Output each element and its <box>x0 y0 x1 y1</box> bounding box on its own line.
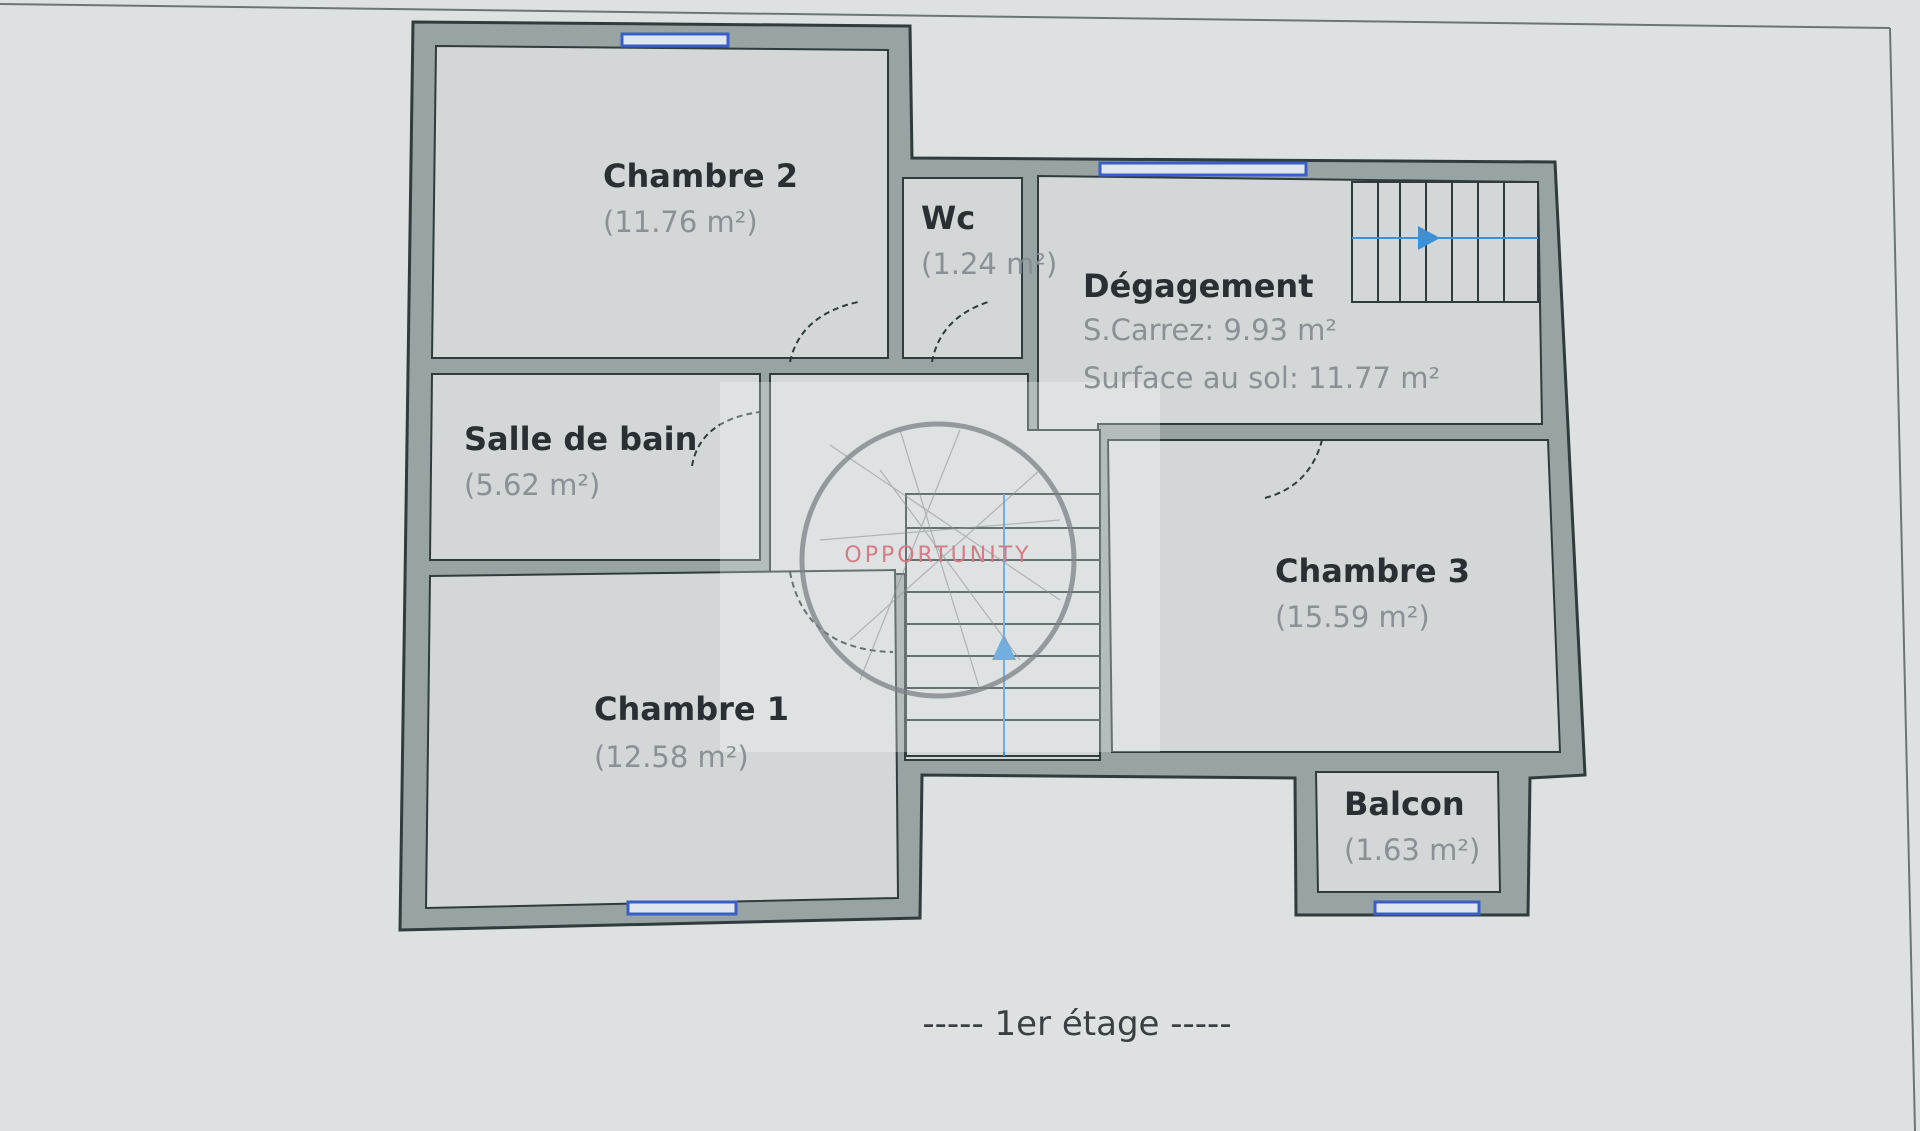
sheet-edge-right <box>1889 27 1916 1131</box>
door-wc <box>931 301 989 363</box>
stair-lower <box>905 493 1101 757</box>
stair-upper <box>1351 181 1539 303</box>
room-area-chambre2: (11.76 m²) <box>603 205 758 239</box>
wc-room <box>902 177 1023 359</box>
room-name-balcon: Balcon <box>1344 785 1465 823</box>
room-area-balcon: (1.63 m²) <box>1344 833 1480 867</box>
door-chambre3 <box>1264 439 1323 499</box>
chambre1-room <box>424 568 900 910</box>
room-area-salle-de-bain: (5.62 m²) <box>464 468 600 502</box>
watermark-circle <box>799 421 1077 699</box>
window-chambre1 <box>626 900 738 916</box>
window-balcon <box>1373 900 1481 916</box>
chambre2-room <box>430 44 889 359</box>
room-name-chambre2: Chambre 2 <box>603 157 798 195</box>
watermark-panel <box>720 382 1160 752</box>
stair-up-arrow <box>992 634 1016 660</box>
room-name-chambre1: Chambre 1 <box>594 690 789 728</box>
door-salle-de-bain <box>691 411 761 467</box>
door-swings <box>691 301 1323 653</box>
room-name-salle-de-bain: Salle de bain <box>464 420 697 458</box>
sheet-edge <box>0 3 1891 29</box>
room-name-degagement: Dégagement <box>1083 267 1314 305</box>
door-chambre2 <box>789 301 859 363</box>
watermark-sketch-lines <box>819 429 1061 691</box>
stair-upper-frame <box>1351 181 1539 303</box>
stair-up-arrow <box>1418 226 1440 250</box>
chambre3-room <box>1106 439 1562 753</box>
room-name-chambre3: Chambre 3 <box>1275 552 1470 590</box>
door-chambre1 <box>789 571 894 653</box>
room-area-wc: (1.24 m²) <box>921 247 1057 281</box>
windows <box>620 32 1481 916</box>
degagement-carrez: S.Carrez: 9.93 m² <box>1083 313 1337 347</box>
room-interiors <box>424 44 1562 910</box>
salle-de-bain-room <box>428 373 761 561</box>
degagement-surface-sol: Surface au sol: 11.77 m² <box>1083 361 1440 395</box>
balcon-room <box>1314 771 1502 893</box>
floor-caption: ----- 1er étage ----- <box>922 1004 1231 1044</box>
watermark-text: OPPORTUNITY <box>844 543 1031 568</box>
window-chambre2 <box>620 32 730 48</box>
window-degagement <box>1098 161 1308 177</box>
watermark-logo: OPPORTUNITY <box>720 382 1160 752</box>
room-name-wc: Wc <box>921 199 975 237</box>
room-area-chambre1: (12.58 m²) <box>594 740 749 774</box>
room-area-chambre3: (15.59 m²) <box>1275 600 1430 634</box>
